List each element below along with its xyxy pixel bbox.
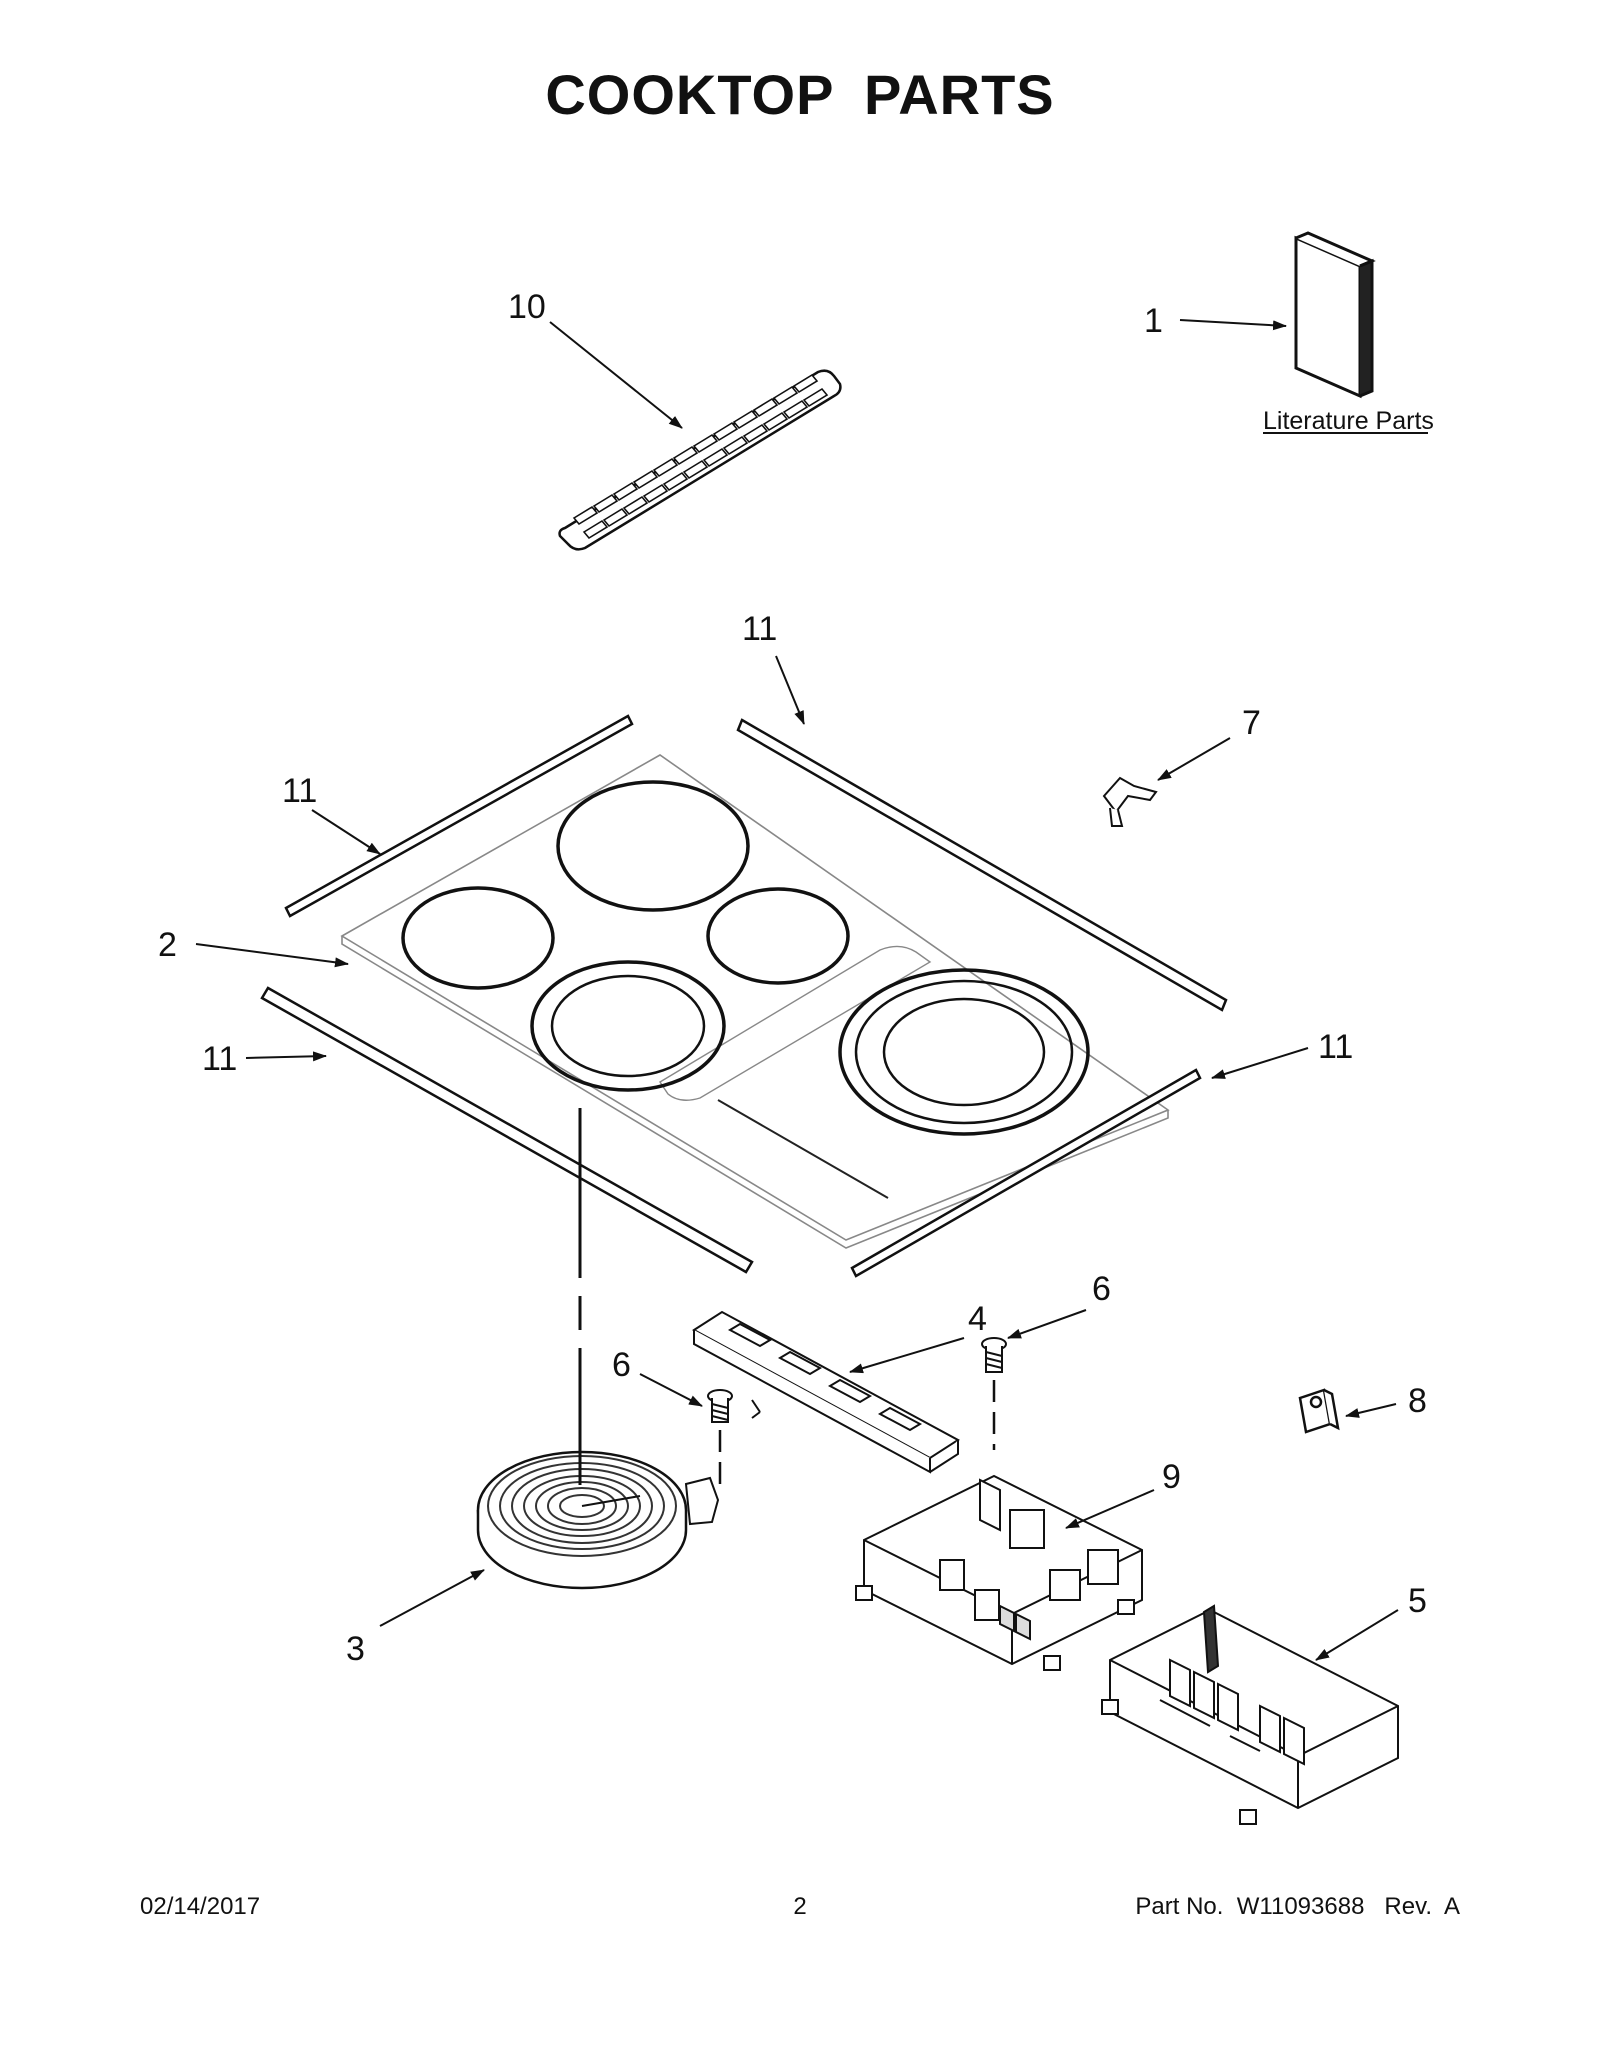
trim-strips xyxy=(260,714,1228,1278)
callout-7: 7 xyxy=(1242,704,1261,742)
screw-right xyxy=(981,1337,1007,1373)
burner-ring-triple-inner xyxy=(882,997,1046,1107)
callout-11-lower-left: 11 xyxy=(202,1040,237,1078)
burner-ring-front-outer xyxy=(530,960,726,1092)
burner-ring-left xyxy=(401,886,555,990)
screw-left xyxy=(707,1389,733,1423)
callout-6-left: 6 xyxy=(612,1346,631,1384)
trim-strip-front-left xyxy=(260,986,754,1274)
footer-page-number: 2 xyxy=(793,1893,807,1920)
callout-5: 5 xyxy=(1408,1582,1427,1620)
trim-strip-rear-left xyxy=(284,714,634,918)
callout-11-left: 11 xyxy=(282,772,317,810)
relay-board-housing xyxy=(1101,1604,1399,1825)
literature-booklet xyxy=(1294,231,1376,399)
trim-strip-front-right xyxy=(850,1068,1202,1278)
callout-1: 1 xyxy=(1144,302,1163,340)
burner-ring-triple-mid xyxy=(854,979,1074,1125)
burner-ring-front-inner xyxy=(550,974,706,1078)
leader-lines xyxy=(195,319,1399,1661)
control-board xyxy=(692,1310,960,1474)
callout-10: 10 xyxy=(508,288,546,326)
power-board-housing xyxy=(855,1474,1143,1671)
page-title: COOKTOP PARTS xyxy=(545,63,1055,126)
footer-part-number: Part No. W11093688 Rev. A xyxy=(1135,1893,1460,1920)
burner-ring-right-small xyxy=(706,887,850,985)
callout-3: 3 xyxy=(346,1630,365,1668)
bracket-clip xyxy=(1102,776,1158,827)
callout-2: 2 xyxy=(158,926,177,964)
callout-9: 9 xyxy=(1162,1458,1181,1496)
glass-cooktop xyxy=(340,754,1170,1249)
callout-11-right: 11 xyxy=(1318,1028,1353,1066)
callout-11-top: 11 xyxy=(742,610,777,648)
callout-4: 4 xyxy=(968,1300,987,1338)
literature-parts-label: Literature Parts xyxy=(1263,407,1434,435)
callout-8: 8 xyxy=(1408,1382,1427,1420)
footer-date: 02/14/2017 xyxy=(140,1893,261,1920)
radiant-heating-element xyxy=(476,1450,720,1590)
vent-grille xyxy=(558,369,842,551)
callout-6-right: 6 xyxy=(1092,1270,1111,1308)
burner-ring-triple-outer xyxy=(838,968,1090,1136)
burner-ring-rear-large xyxy=(556,780,750,912)
thermal-cutout xyxy=(1298,1388,1340,1434)
trim-strip-rear-right xyxy=(736,718,1228,1012)
